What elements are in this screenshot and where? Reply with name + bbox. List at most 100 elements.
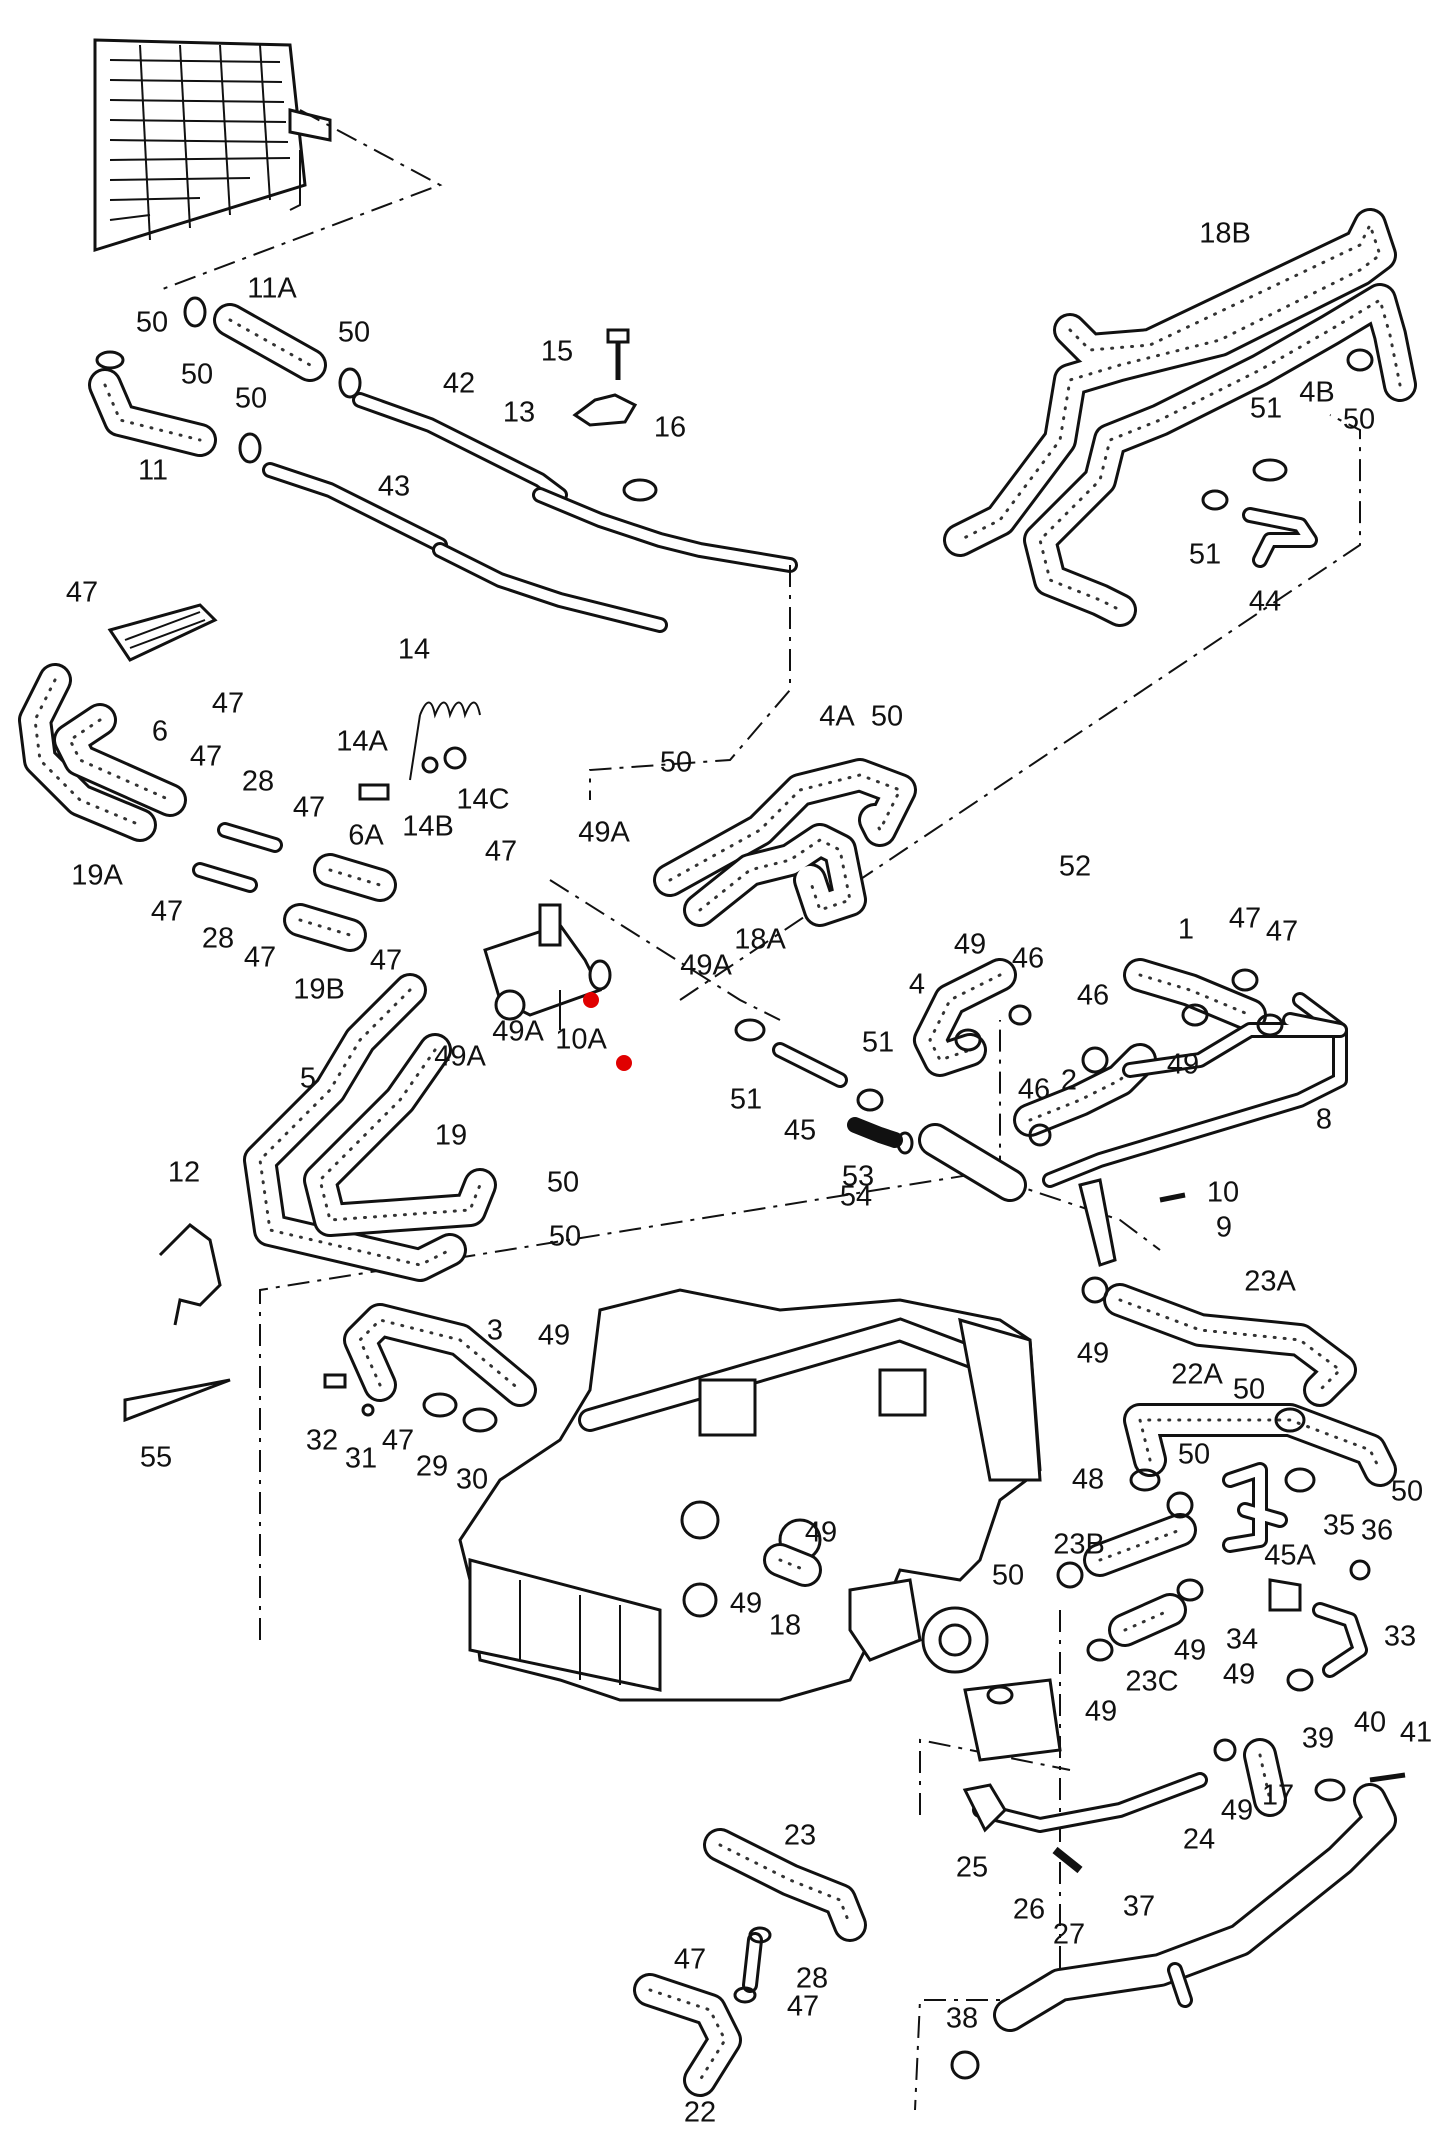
engine-block [458, 1288, 1042, 1702]
hose-11a [213, 303, 327, 382]
label-14a: 14A [336, 725, 388, 758]
label-35: 35 [1322, 1509, 1356, 1542]
label-25: 25 [955, 1851, 989, 1884]
label-47: 47 [484, 835, 518, 868]
label-23a: 23A [1244, 1265, 1296, 1298]
radiator [93, 38, 443, 291]
label-14: 14 [397, 633, 431, 666]
label-50: 50 [135, 306, 169, 339]
label-49: 49 [1076, 1337, 1110, 1370]
label-24: 24 [1182, 1823, 1216, 1856]
label-45: 45 [783, 1114, 817, 1147]
label-14c: 14C [456, 783, 510, 816]
label-19: 19 [434, 1119, 468, 1152]
hose-23a [1103, 1283, 1357, 1407]
label-50: 50 [546, 1166, 580, 1199]
label-37: 37 [1122, 1890, 1156, 1923]
bolt-27 [1052, 1846, 1083, 1874]
label-29: 29 [415, 1450, 449, 1483]
hose-11 [88, 368, 217, 457]
label-23c: 23C [1125, 1665, 1179, 1698]
strip-55 [123, 1378, 231, 1423]
label-40: 40 [1353, 1706, 1387, 1739]
label-16: 16 [653, 411, 687, 444]
hose-6 [53, 703, 187, 817]
hose-22a [1123, 1403, 1397, 1487]
pipes-28 [192, 822, 283, 893]
valve-10a [483, 903, 612, 1030]
label-18b: 18B [1199, 217, 1251, 250]
marker-dot [616, 1055, 632, 1071]
hose-4a [653, 758, 917, 897]
label-51: 51 [861, 1026, 895, 1059]
hose-19 [303, 1033, 497, 1237]
hose-23 [703, 1828, 867, 1942]
label-52: 52 [1058, 850, 1092, 883]
pipe-45 [772, 1042, 848, 1088]
hose-19b [283, 903, 367, 952]
label-49: 49 [953, 928, 987, 961]
label-26: 26 [1012, 1893, 1046, 1926]
label-46: 46 [1076, 979, 1110, 1012]
hose-23b [1083, 1513, 1197, 1577]
label-41: 41 [1399, 1716, 1433, 1749]
label-49a: 49A [578, 816, 630, 849]
label-1: 1 [1177, 913, 1195, 946]
label-6: 6 [151, 715, 169, 748]
hose-3 [343, 1303, 537, 1407]
clamps-upper [95, 296, 658, 502]
label-54: 54 [839, 1180, 873, 1213]
hose-17 [1243, 1738, 1287, 1817]
clamps-lower-right [1056, 1276, 1371, 1762]
label-49: 49 [804, 1516, 838, 1549]
label-28: 28 [201, 922, 235, 955]
label-42: 42 [442, 367, 476, 400]
marker-dot [583, 992, 599, 1008]
hose-33 [1268, 1578, 1368, 1678]
small-parts-29-32 [323, 1373, 498, 1433]
label-13: 13 [502, 396, 536, 429]
label-49: 49 [1220, 1794, 1254, 1827]
label-49a: 49A [680, 949, 732, 982]
hose-18 [763, 1543, 822, 1587]
label-47: 47 [673, 1943, 707, 1976]
label-18a: 18A [734, 923, 786, 956]
flange-39 [1314, 1772, 1406, 1802]
label-47: 47 [1265, 915, 1299, 948]
label-28: 28 [241, 765, 275, 798]
label-55: 55 [139, 1441, 173, 1474]
label-47: 47 [189, 740, 223, 773]
label-9: 9 [1215, 1211, 1233, 1244]
hose-18b [943, 208, 1397, 557]
label-47: 47 [211, 687, 245, 720]
label-23: 23 [783, 1819, 817, 1852]
label-39: 39 [1301, 1722, 1335, 1755]
label-47: 47 [786, 1990, 820, 2023]
hose-18a [683, 823, 867, 927]
pipe-43 [262, 462, 668, 633]
hose-6a [313, 853, 397, 902]
bracket-9-10 [1078, 1178, 1186, 1267]
label-11a: 11A [247, 272, 297, 305]
sensor-53 [847, 1117, 914, 1155]
pipe-37 [950, 1783, 1397, 2080]
label-33: 33 [1383, 1620, 1417, 1653]
label-18: 18 [768, 1609, 802, 1642]
label-47: 47 [150, 895, 184, 928]
label-17: 17 [1261, 1779, 1295, 1812]
label-50: 50 [991, 1559, 1025, 1592]
label-50: 50 [870, 700, 904, 733]
spring-14 [358, 701, 481, 801]
label-15: 15 [540, 335, 574, 368]
label-47: 47 [243, 941, 277, 974]
label-47: 47 [292, 791, 326, 824]
label-49: 49 [1166, 1048, 1200, 1081]
tank-box [963, 1678, 1062, 1762]
label-22: 22 [683, 2096, 717, 2129]
heat-exchanger-top [107, 603, 218, 662]
tee-44 [1201, 348, 1374, 568]
label-47: 47 [369, 944, 403, 977]
label-30: 30 [455, 1463, 489, 1496]
hose-19a [18, 663, 157, 842]
